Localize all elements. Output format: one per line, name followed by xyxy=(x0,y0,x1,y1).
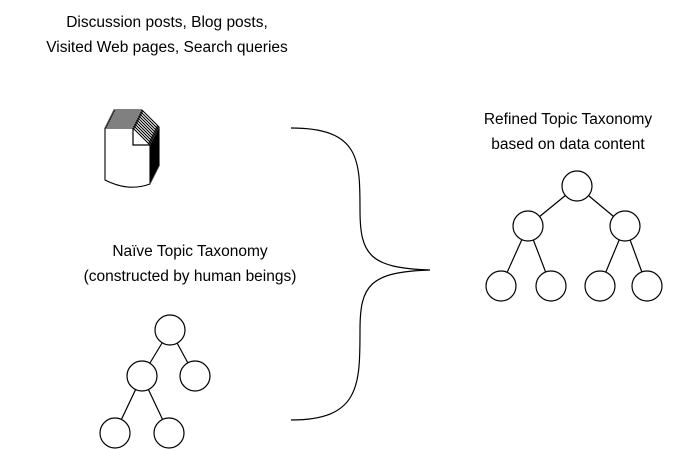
sources-label-line1: Discussion posts, Blog posts, xyxy=(66,14,268,31)
tree-node xyxy=(609,210,641,242)
tree-node xyxy=(179,360,211,392)
tree-node xyxy=(485,270,517,302)
refined-taxonomy-label-line2: based on data content xyxy=(491,136,645,153)
naive-taxonomy-label-line1: Naïve Topic Taxonomy xyxy=(112,243,268,260)
tree-node xyxy=(561,170,593,202)
tree-node xyxy=(535,270,567,302)
tree-node xyxy=(631,270,663,302)
tree-node xyxy=(99,417,131,449)
naive-taxonomy-label-line2: (constructed by human beings) xyxy=(84,268,297,285)
merge-brace xyxy=(290,127,431,421)
tree-node xyxy=(126,360,158,392)
refined-taxonomy-tree xyxy=(485,170,663,302)
tree-node xyxy=(154,314,186,346)
naive-taxonomy-tree xyxy=(99,314,211,449)
tree-node xyxy=(153,417,185,449)
tree-node xyxy=(512,210,544,242)
sources-label-line2: Visited Web pages, Search queries xyxy=(46,39,288,56)
refined-taxonomy-label-line1: Refined Topic Taxonomy xyxy=(484,111,653,128)
tree-node xyxy=(584,270,616,302)
document-stack-icon xyxy=(104,109,160,188)
